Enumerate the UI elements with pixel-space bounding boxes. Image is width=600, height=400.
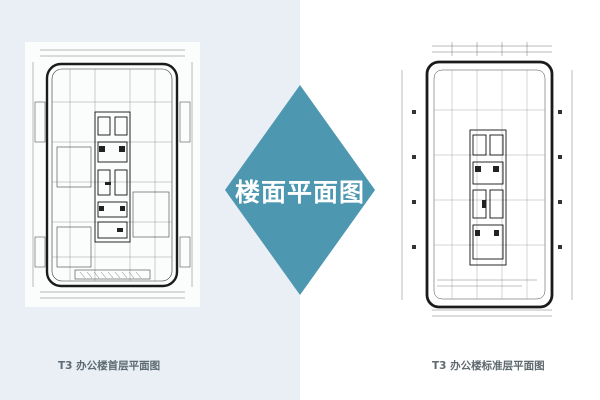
typical-floor-plan-drawing bbox=[392, 40, 582, 325]
ground-floor-plan-drawing bbox=[25, 42, 200, 307]
ground-floor-caption: T3 办公楼首层平面图 bbox=[58, 360, 161, 372]
center-title: 楼面平面图 bbox=[234, 178, 365, 207]
typical-floor-caption: T3 办公楼标准层平面图 bbox=[432, 360, 545, 372]
center-diamond bbox=[225, 85, 375, 295]
